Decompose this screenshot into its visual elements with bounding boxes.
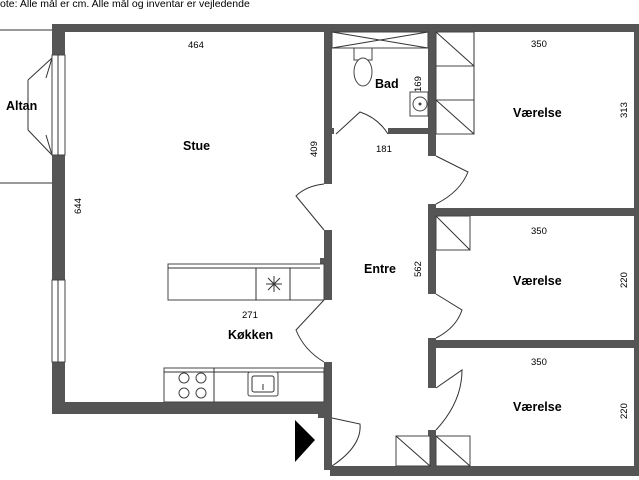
room-labels: Altan Stue Bad Entre Køkken Værelse Være… <box>6 77 562 414</box>
door-stue <box>295 183 325 231</box>
entry-arrow <box>295 420 315 462</box>
wall-bottom-left <box>52 402 332 414</box>
interior-walls <box>320 28 639 476</box>
toilet-bowl <box>353 57 373 87</box>
room-label-entre: Entre <box>364 262 396 276</box>
dim-stue-height: 644 <box>73 198 84 214</box>
wall-stue-entre-lower <box>324 362 332 406</box>
room-label-vaerelse-3: Værelse <box>513 400 562 414</box>
wall-entre-rooms-4 <box>428 430 436 470</box>
dim-kokken-width: 271 <box>242 310 258 321</box>
kitchen-sink-icon <box>247 371 279 397</box>
dim-bad-width: 181 <box>376 144 392 155</box>
stove-icon <box>178 372 207 399</box>
room-label-vaerelse-1: Værelse <box>513 106 562 120</box>
dim-vaerelse-3-height: 220 <box>619 403 630 419</box>
dim-vaerelse-1-height: 313 <box>619 102 630 118</box>
wall-room2-room3 <box>428 340 639 348</box>
exterior-walls <box>52 24 639 476</box>
room3-closet <box>395 435 471 467</box>
wall-entre-rooms-2 <box>428 204 436 294</box>
dim-stue-door: 409 <box>309 141 320 157</box>
wall-stue-entre-upper <box>324 28 332 184</box>
bathroom-fixtures <box>331 31 429 117</box>
doors <box>295 111 469 467</box>
room2-closet <box>435 215 471 251</box>
wall-kitchen-counter-end <box>320 258 330 298</box>
door-room2 <box>435 293 463 339</box>
wall-right <box>634 28 639 476</box>
dim-stue-width: 464 <box>188 40 204 51</box>
room-label-vaerelse-2: Værelse <box>513 274 562 288</box>
room-label-kokken: Køkken <box>228 328 273 342</box>
door-entrance <box>331 417 361 467</box>
left-wall-openings <box>51 54 66 363</box>
balcony-outline <box>0 29 53 184</box>
dim-vaerelse-1-width: 350 <box>531 39 547 50</box>
room-label-altan: Altan <box>6 99 37 113</box>
dim-vaerelse-3-width: 350 <box>531 357 547 368</box>
wall-bottom-right <box>330 466 639 476</box>
wall-bad-bottom-right <box>388 128 434 134</box>
door-room3 <box>435 369 463 431</box>
wall-bad-right <box>428 28 436 156</box>
wall-entre-rooms-3 <box>428 338 436 388</box>
wall-entrance-right <box>324 412 332 470</box>
kitchen-counter <box>163 367 325 403</box>
dimension-labels: 464 644 409 169 181 562 271 350 313 350 … <box>73 39 630 419</box>
wall-room1-room2 <box>428 208 639 216</box>
dim-vaerelse-2-height: 220 <box>619 272 630 288</box>
island-sink-icon <box>266 276 282 292</box>
dim-entre-height: 562 <box>413 261 424 277</box>
wall-bad-bottom-left <box>324 128 334 134</box>
room-label-bad: Bad <box>375 77 399 91</box>
room-label-stue: Stue <box>183 139 210 153</box>
dim-bad-height: 169 <box>413 76 424 92</box>
door-room1 <box>435 155 469 205</box>
wall-left-upper <box>52 24 65 55</box>
room1-closets <box>435 31 475 135</box>
wall-left-middle <box>52 155 65 280</box>
dim-vaerelse-2-width: 350 <box>531 226 547 237</box>
kitchen-island <box>167 263 325 301</box>
wall-left-lower <box>52 362 65 414</box>
door-kitchen <box>295 299 325 363</box>
wall-top <box>52 24 639 32</box>
plan-note: ote: Alle mål er cm. Alle mål og inventa… <box>0 0 250 10</box>
door-bad <box>335 111 389 135</box>
